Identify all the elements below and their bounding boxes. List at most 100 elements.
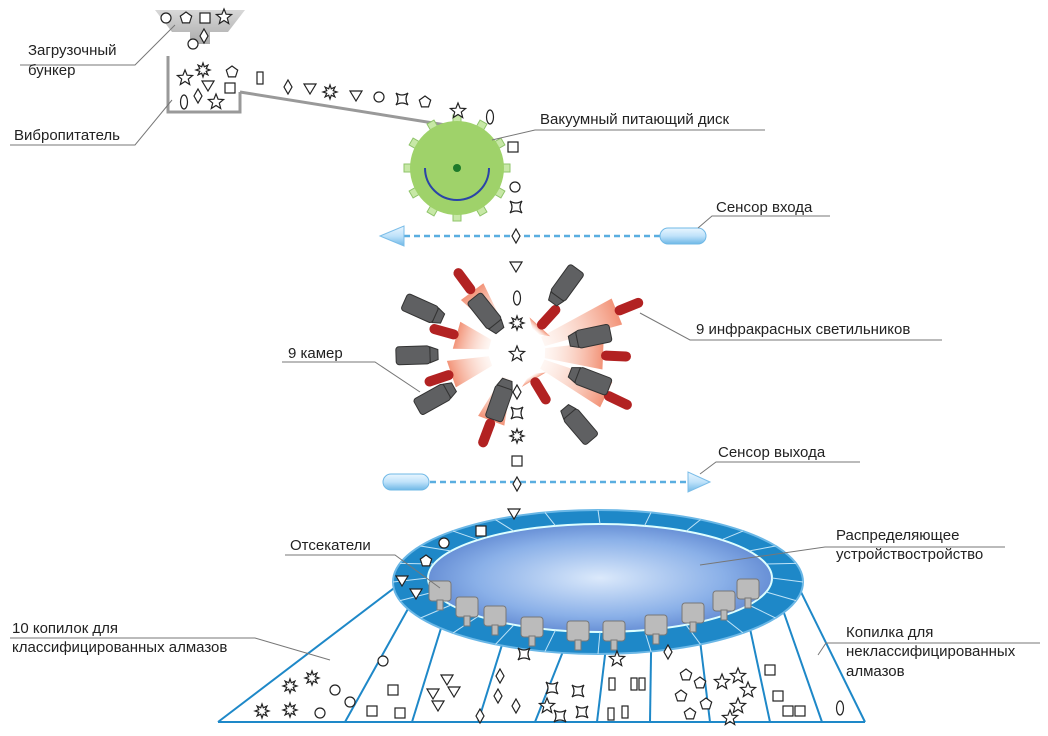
burst-particle	[508, 314, 526, 332]
cutter-stem	[610, 639, 618, 651]
triangle-particle	[408, 588, 424, 601]
diamond-particle	[475, 707, 485, 725]
light-body	[601, 350, 631, 362]
triangle-particle	[394, 575, 410, 588]
cutter-stem	[720, 609, 728, 621]
square-particle	[764, 664, 776, 676]
exit-sensor	[382, 471, 712, 493]
diamond-particle	[493, 687, 503, 705]
camera	[560, 403, 598, 445]
vibro-feeder	[166, 56, 453, 128]
light-body	[424, 370, 454, 387]
concave-particle	[575, 705, 589, 719]
circle-particle	[438, 537, 450, 549]
label-unclassified-2: неклассифицированных	[846, 643, 1016, 660]
oval-particle	[512, 290, 522, 306]
ring-segment-divider	[748, 604, 776, 619]
cutter	[520, 616, 544, 638]
pentagon-particle	[419, 554, 433, 567]
camera	[485, 377, 513, 423]
cutter-stem	[652, 633, 660, 645]
ring-segment-divider	[766, 591, 797, 602]
triangle-particle	[302, 83, 318, 96]
triangle-particle	[446, 686, 462, 699]
concave-particle	[510, 406, 524, 420]
infrared-light	[521, 372, 551, 405]
star-particle	[728, 666, 748, 684]
concave-particle	[545, 681, 559, 695]
ring-segment-divider	[748, 545, 776, 552]
concave-particle	[553, 709, 567, 723]
star-particle	[738, 680, 758, 698]
star-particle	[537, 696, 557, 714]
concave-particle	[509, 200, 523, 214]
diamond-particle	[663, 643, 673, 661]
square-particle	[366, 705, 378, 717]
pentagon-particle	[683, 707, 697, 720]
labels: Загрузочный бункер Вибропитатель Вакуумн…	[10, 24, 1040, 680]
diamond-particle	[495, 667, 505, 685]
label-hopper-2: бункер	[28, 62, 75, 79]
ring-segment-divider	[685, 519, 701, 532]
infrared-light	[424, 356, 493, 388]
star-particle	[728, 696, 748, 714]
bin-divider	[477, 645, 503, 723]
camera	[401, 293, 446, 324]
pentagon-particle	[418, 95, 432, 108]
circle-particle	[377, 655, 389, 667]
cutter	[644, 614, 668, 636]
ring-segment-divider	[597, 631, 601, 655]
pentagon-particle	[225, 65, 239, 78]
camera-body	[467, 292, 502, 330]
diamond-particle	[193, 87, 203, 105]
circle-particle	[344, 696, 356, 708]
cutter	[681, 602, 705, 624]
label-bins-2: классифицированных алмазов	[12, 639, 227, 656]
square-particle	[782, 705, 794, 717]
entry-sensor	[378, 225, 707, 247]
infrared-light	[541, 297, 644, 347]
star-particle	[214, 7, 234, 25]
diamond-particle	[512, 383, 522, 401]
circle-particle	[329, 684, 341, 696]
ring-segment-divider	[420, 545, 452, 552]
bin-divider	[800, 591, 866, 723]
triangle-particle	[200, 80, 216, 93]
star-particle	[507, 344, 527, 362]
cutter	[428, 580, 452, 602]
label-sensor-out: Сенсор выхода	[718, 444, 826, 461]
camera-body	[485, 384, 513, 423]
cutter	[455, 596, 479, 618]
ring-segment-divider	[766, 562, 797, 565]
bin-divider	[217, 587, 395, 723]
triangle-particle	[430, 700, 446, 713]
rect-particle	[608, 677, 616, 691]
triangle-particle	[425, 688, 441, 701]
bin-divider	[749, 629, 771, 723]
burst-particle	[281, 677, 299, 695]
cutter	[602, 620, 626, 642]
square-particle	[224, 82, 236, 94]
label-cutters: Отсекатели	[290, 537, 371, 554]
ring-segment-divider	[420, 604, 452, 619]
cutter-stem	[436, 599, 444, 611]
light-body	[478, 418, 496, 448]
square-particle	[772, 690, 784, 702]
burst-particle	[194, 61, 212, 79]
pentagon-particle	[179, 11, 193, 24]
triangle-particle	[506, 508, 522, 521]
circle-particle	[509, 181, 521, 193]
star-particle	[175, 68, 195, 86]
collection-bins	[217, 587, 866, 723]
square-particle	[507, 141, 519, 153]
star-particle	[712, 672, 732, 690]
diamond-particle	[511, 227, 521, 245]
camera	[395, 345, 439, 366]
square-particle	[387, 684, 399, 696]
oval-particle	[179, 94, 189, 110]
circle-particle	[373, 91, 385, 103]
triangle-particle	[348, 90, 364, 103]
vacuum-channel	[424, 167, 490, 201]
vacuum-feed-disc	[403, 114, 511, 222]
ring-segment-divider	[597, 509, 601, 525]
